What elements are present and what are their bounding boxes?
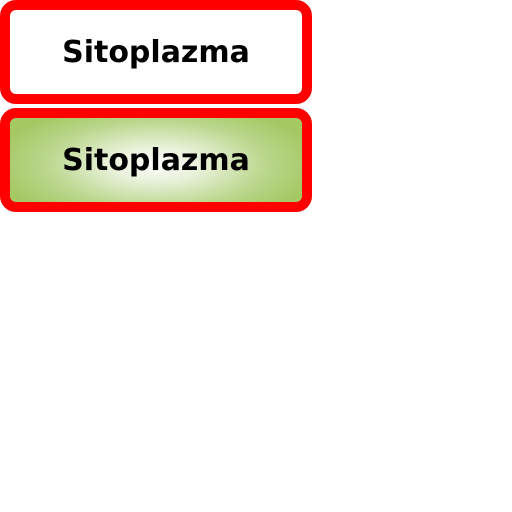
option-button-sitoplazma[interactable]: Sitoplazma: [0, 0, 312, 104]
option-label: Sitoplazma: [62, 142, 250, 178]
option-button-sitoplazma-selected[interactable]: Sitoplazma: [0, 108, 312, 212]
option-label: Sitoplazma: [62, 34, 250, 70]
